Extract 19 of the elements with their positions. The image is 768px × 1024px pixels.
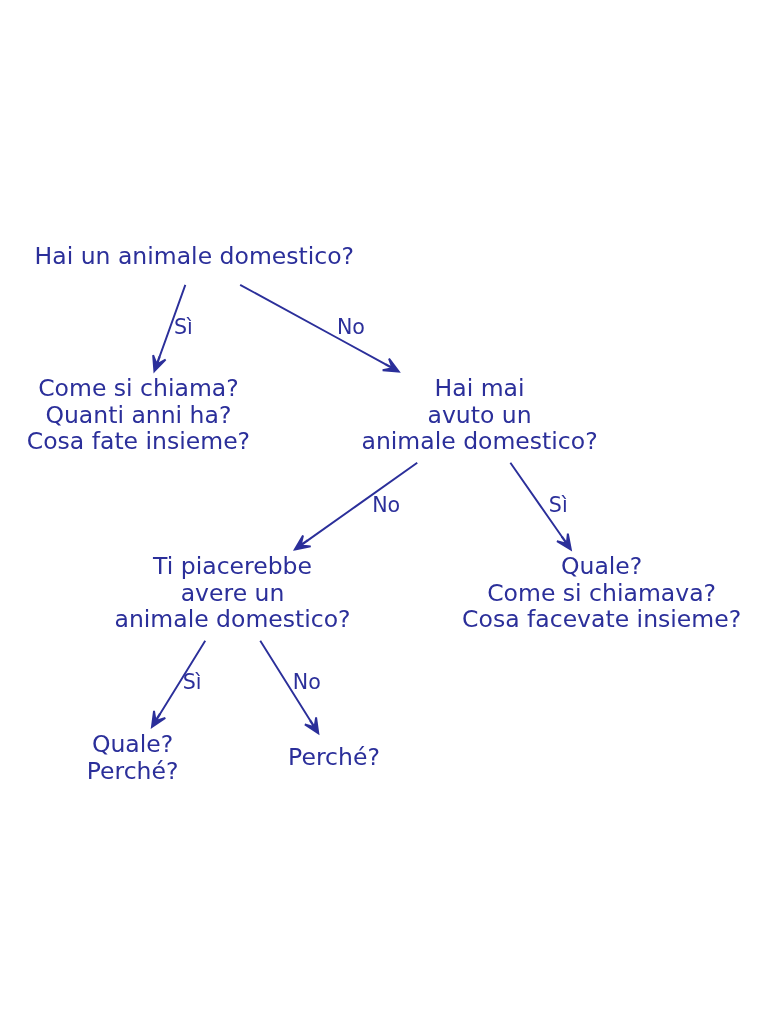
- edge-label: Sì: [182, 670, 202, 695]
- edge-label: No: [292, 670, 321, 695]
- edge-label: Sì: [548, 492, 568, 517]
- node-text: Hai mai avuto un animale domestico?: [361, 374, 598, 456]
- node-text: Perché?: [288, 743, 380, 772]
- arrow: [152, 283, 187, 373]
- edge-label: No: [336, 314, 365, 339]
- node-text: Quale? Perché?: [86, 730, 179, 785]
- node-text: Quale? Come si chiamava? Cosa facevate insieme?: [462, 552, 742, 634]
- arrow: [293, 461, 419, 551]
- arrow: [150, 639, 207, 728]
- node-text: Hai un animale domestico?: [34, 241, 355, 270]
- arrow: [509, 461, 572, 551]
- edge-label: Sì: [173, 314, 193, 339]
- arrow: [239, 283, 400, 373]
- edge-label: No: [372, 492, 401, 517]
- arrow: [259, 639, 320, 735]
- node-text: Ti piacerebbe avere un animale domestico?: [114, 552, 351, 634]
- node-text: Come si chiama? Quanti anni ha? Cosa fate insieme?: [26, 374, 251, 456]
